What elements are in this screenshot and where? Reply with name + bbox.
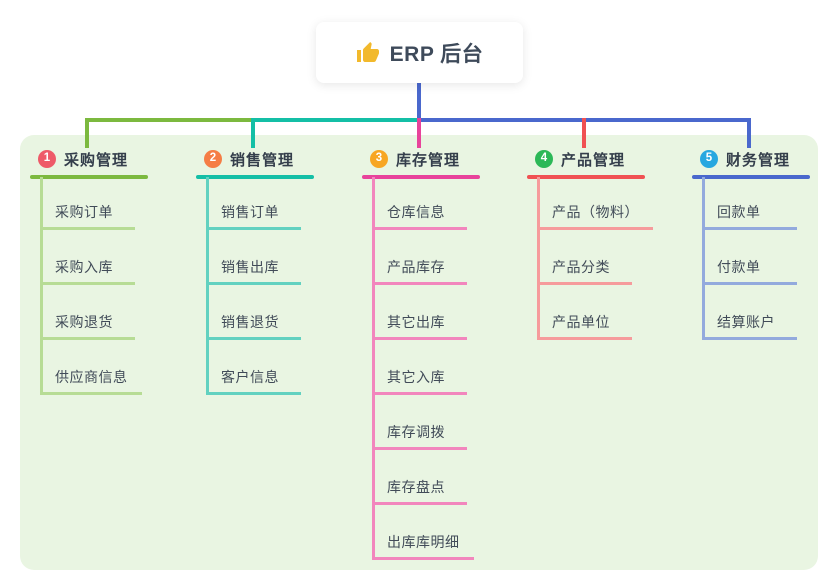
- child-node[interactable]: 采购入库: [40, 258, 135, 285]
- branch-title: 库存管理: [396, 151, 461, 169]
- child-rail: [537, 177, 540, 340]
- branch-node[interactable]: 5 财务管理: [700, 147, 790, 171]
- branch-number-badge: 1: [38, 150, 56, 168]
- rail-segment: [253, 118, 419, 122]
- rail-segment: [85, 118, 253, 122]
- branch-node[interactable]: 1 采购管理: [38, 147, 128, 171]
- branch-number-badge: 3: [370, 150, 388, 168]
- trunk-line: [417, 83, 421, 122]
- branch-stub: [85, 118, 89, 148]
- child-node[interactable]: 采购退货: [40, 313, 135, 340]
- mindmap-panel: [20, 135, 818, 570]
- branch-stub: [417, 118, 421, 148]
- child-node[interactable]: 其它入库: [372, 368, 467, 395]
- child-node[interactable]: 库存调拨: [372, 423, 467, 450]
- branch-title: 产品管理: [561, 151, 626, 169]
- child-node[interactable]: 产品（物料）: [537, 203, 653, 230]
- branch-number-badge: 4: [535, 150, 553, 168]
- root-title: ERP 后台: [389, 42, 484, 66]
- thumbs-up-icon: [356, 41, 380, 65]
- child-node[interactable]: 库存盘点: [372, 478, 467, 505]
- child-rail: [702, 177, 705, 340]
- child-node[interactable]: 销售出库: [206, 258, 301, 285]
- branch-number-badge: 2: [204, 150, 222, 168]
- child-rail: [40, 177, 43, 395]
- child-node[interactable]: 产品库存: [372, 258, 467, 285]
- branch-title: 财务管理: [726, 151, 791, 169]
- child-node[interactable]: 客户信息: [206, 368, 301, 395]
- branch-node[interactable]: 2 销售管理: [204, 147, 294, 171]
- child-node[interactable]: 采购订单: [40, 203, 135, 230]
- branch-stub: [582, 118, 586, 148]
- branch-node[interactable]: 3 库存管理: [370, 147, 460, 171]
- child-node[interactable]: 付款单: [702, 258, 797, 285]
- branch-underline: [30, 175, 148, 179]
- root-node[interactable]: ERP 后台: [316, 22, 523, 83]
- branch-underline: [527, 175, 645, 179]
- branch-stub: [251, 118, 255, 148]
- child-rail: [206, 177, 209, 395]
- child-node[interactable]: 销售订单: [206, 203, 301, 230]
- branch-node[interactable]: 4 产品管理: [535, 147, 625, 171]
- branch-title: 销售管理: [230, 151, 295, 169]
- child-node[interactable]: 回款单: [702, 203, 797, 230]
- branch-underline: [362, 175, 480, 179]
- child-node[interactable]: 产品单位: [537, 313, 632, 340]
- branch-underline: [196, 175, 314, 179]
- child-node[interactable]: 销售退货: [206, 313, 301, 340]
- child-node[interactable]: 仓库信息: [372, 203, 467, 230]
- branch-title: 采购管理: [64, 151, 129, 169]
- child-node[interactable]: 其它出库: [372, 313, 467, 340]
- branch-underline: [692, 175, 810, 179]
- child-node[interactable]: 产品分类: [537, 258, 632, 285]
- branch-number-badge: 5: [700, 150, 718, 168]
- child-node[interactable]: 出库库明细: [372, 533, 474, 560]
- branch-stub: [747, 118, 751, 148]
- child-rail: [372, 177, 375, 560]
- child-node[interactable]: 供应商信息: [40, 368, 142, 395]
- child-node[interactable]: 结算账户: [702, 313, 797, 340]
